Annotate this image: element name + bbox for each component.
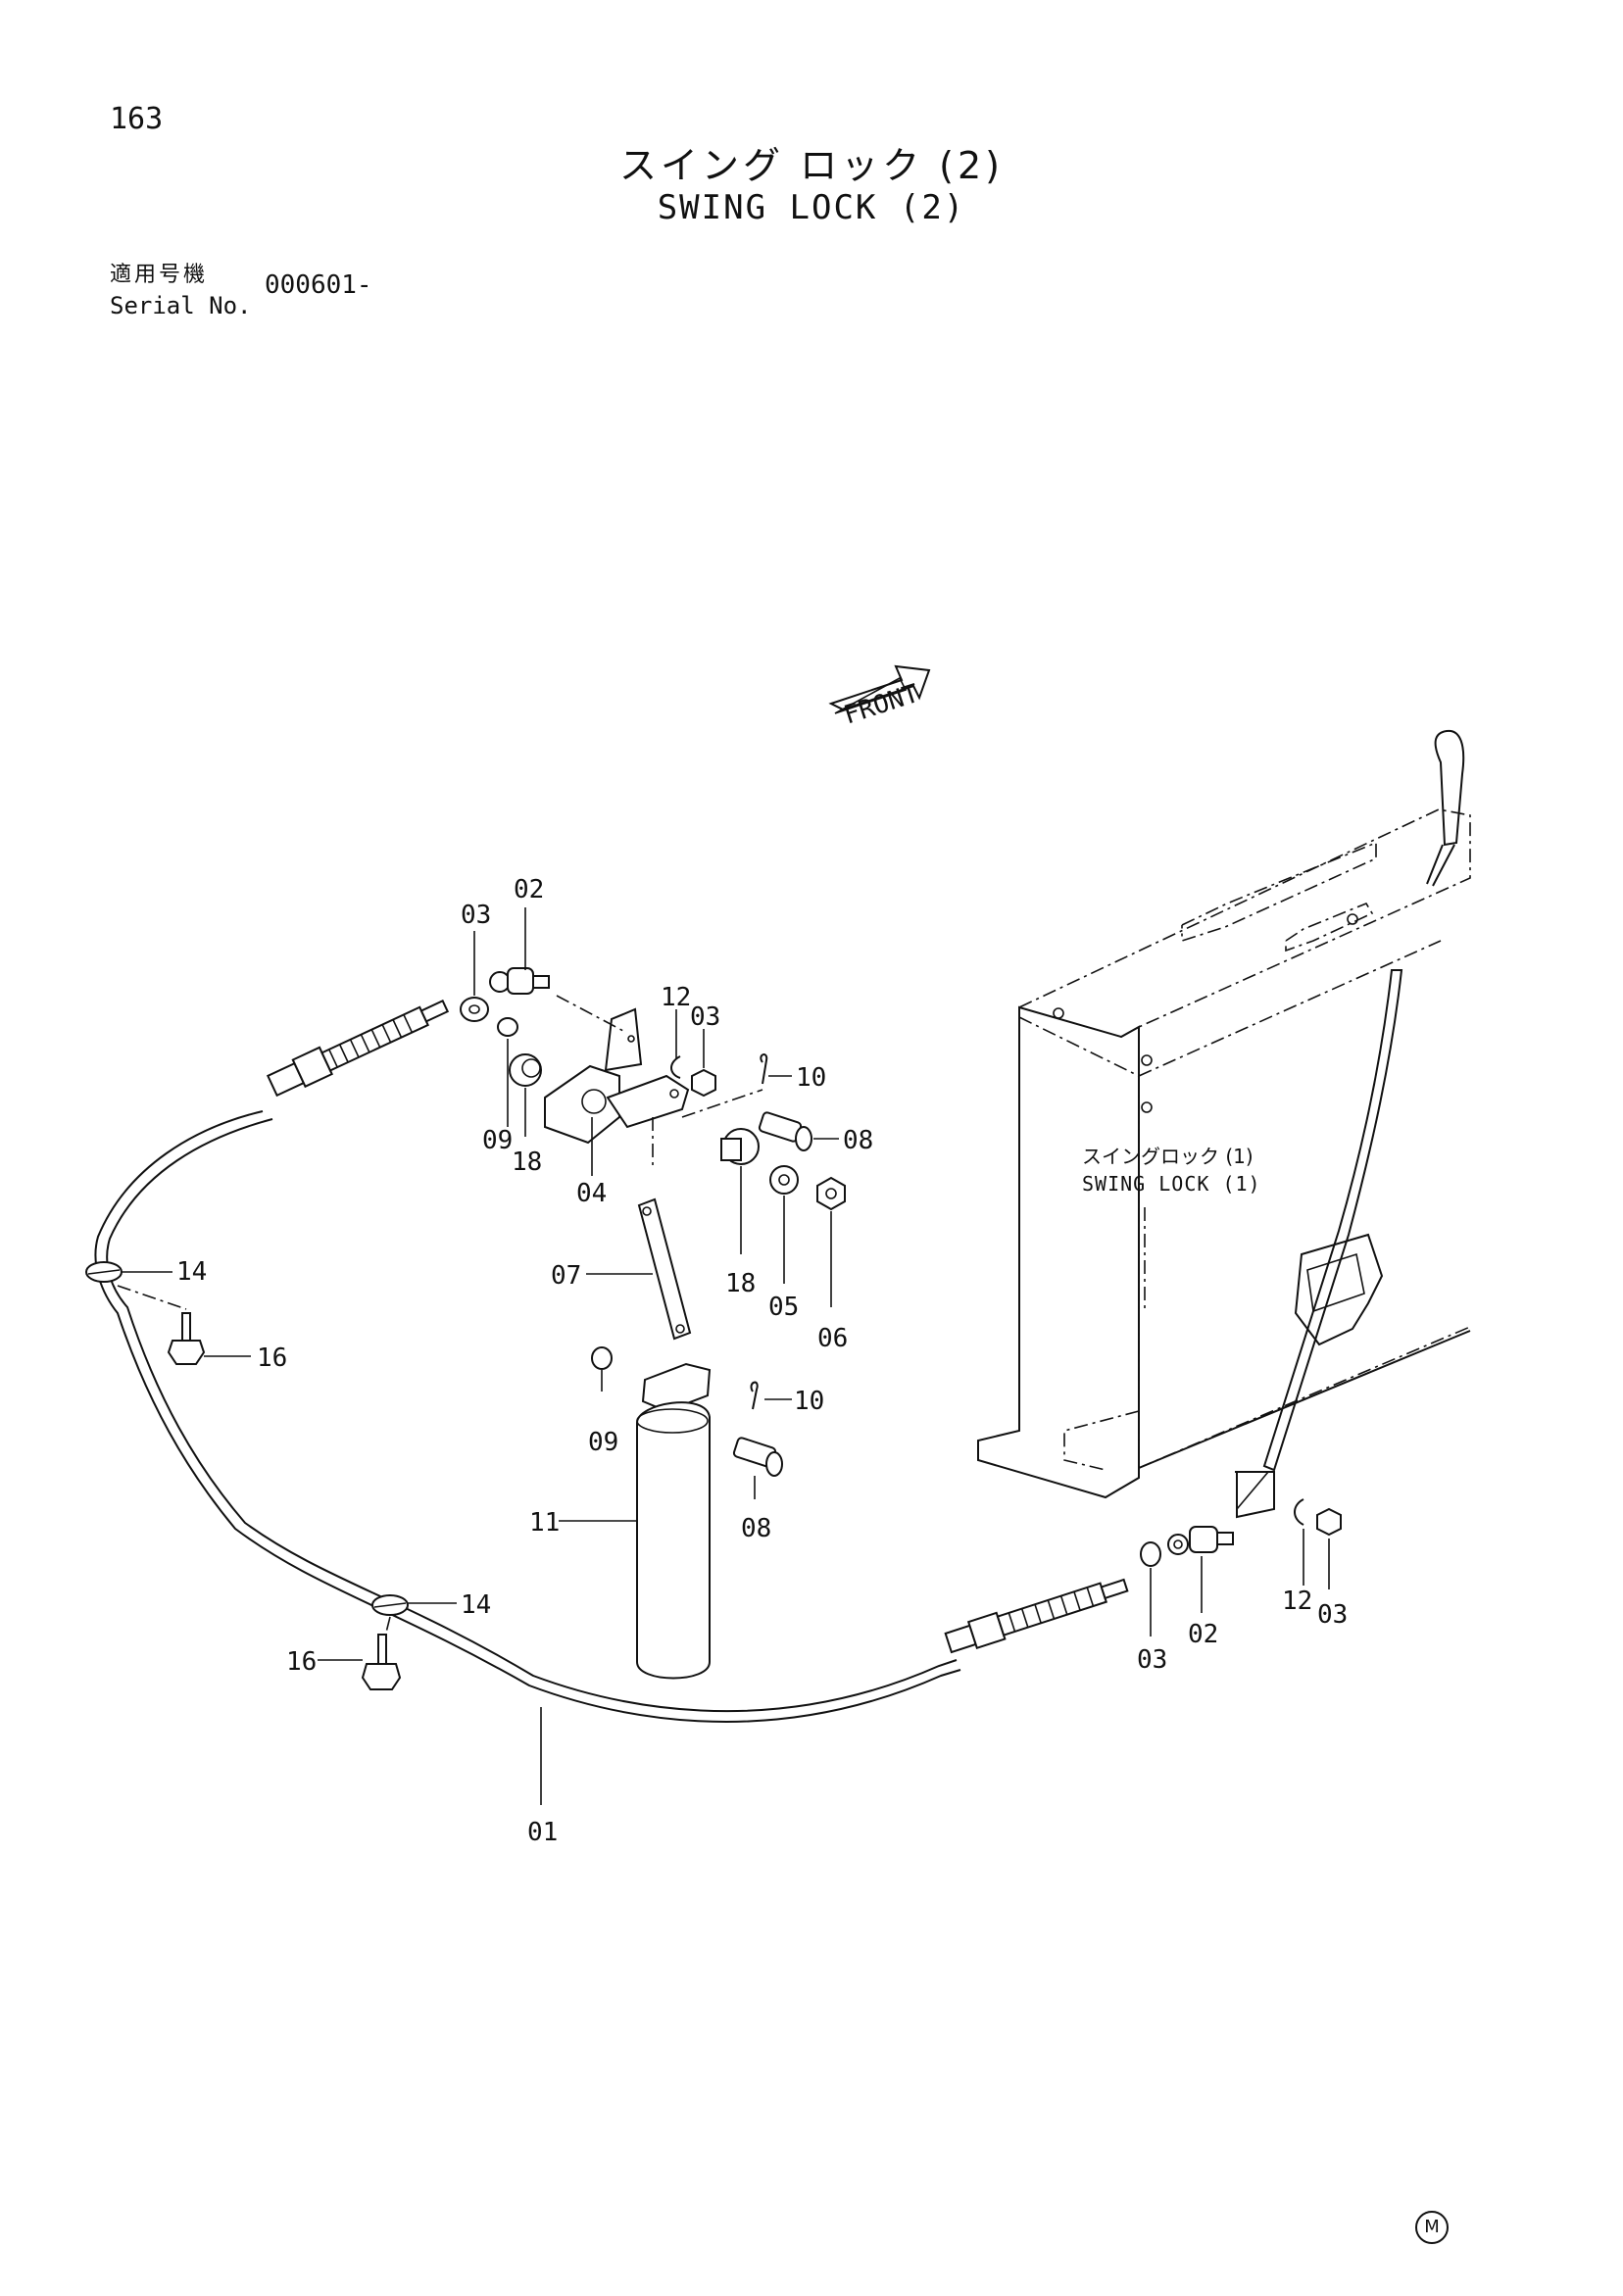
callout-07: 07 [551,1261,581,1291]
callout-02: 02 [1188,1620,1218,1649]
callout-06: 06 [817,1324,848,1353]
callout-14: 14 [461,1590,491,1620]
callout-01: 01 [527,1818,558,1847]
callout-12: 12 [1282,1587,1312,1616]
callout-18: 18 [512,1148,542,1177]
callout-16: 16 [286,1647,317,1677]
callout-18: 18 [725,1269,756,1298]
callout-11: 11 [529,1508,560,1538]
callout-14: 14 [176,1257,207,1287]
operator-console [977,729,1471,1519]
callout-10: 10 [796,1063,826,1093]
callout-03: 03 [1137,1645,1167,1675]
callout-16: 16 [257,1343,287,1373]
right-linkage-assembly [1140,1498,1342,1567]
clamp-bolt-upper [167,1312,206,1365]
cable-clamp-lower [371,1594,409,1634]
callout-03: 03 [1317,1600,1348,1630]
callout-08: 08 [843,1126,873,1155]
serial-label-english: Serial No. [110,292,252,319]
title-english: SWING LOCK (2) [657,188,966,227]
callout-03: 03 [690,1002,720,1032]
callout-08: 08 [741,1514,771,1543]
callout-05: 05 [768,1293,799,1322]
maker-mark-icon: M [1415,2211,1449,2244]
swing-lock-cable [94,999,1129,1723]
page-number: 163 [110,102,164,136]
callout-09: 09 [588,1428,618,1457]
title-japanese: スイング ロック (2) [619,144,1004,187]
clamp-bolt-lower [361,1634,402,1690]
callout-04: 04 [576,1179,607,1208]
front-arrow-icon: FRONT [828,664,931,731]
callout-12: 12 [661,983,691,1012]
reference-label-japanese: スイングロック (1) [1082,1145,1254,1168]
serial-number-value: 000601- [265,270,372,300]
callout-03: 03 [461,901,491,930]
serial-label-japanese: 適用号機 [110,263,209,287]
callout-10: 10 [794,1387,824,1416]
left-linkage-assembly [460,967,846,1680]
leader-lines [122,907,1330,1805]
callout-09: 09 [482,1126,513,1155]
callout-02: 02 [514,875,544,904]
reference-label-english: SWING LOCK (1) [1082,1172,1261,1196]
